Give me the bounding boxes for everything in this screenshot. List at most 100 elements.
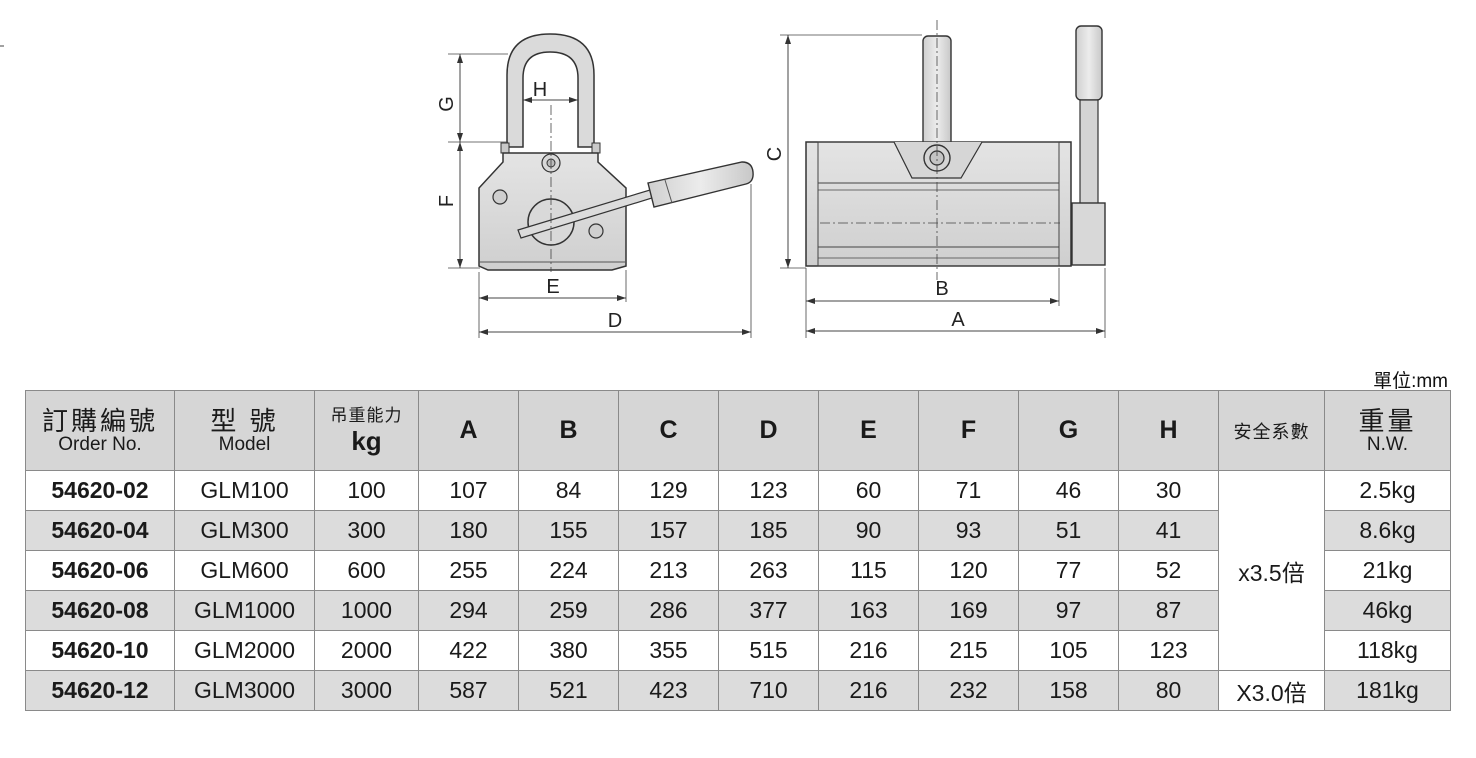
cell-g: 158 bbox=[1018, 670, 1119, 711]
cell-model: GLM600 bbox=[174, 550, 315, 591]
cell-h: 87 bbox=[1118, 590, 1219, 631]
cell-h: 123 bbox=[1118, 630, 1219, 671]
table-row: 54620-10 GLM2000 2000 422 380 355 515 21… bbox=[25, 630, 1451, 671]
cell-c: 129 bbox=[618, 470, 719, 511]
header-dim-d: D bbox=[718, 390, 819, 471]
table-row: 54620-12 GLM3000 3000 587 521 423 710 21… bbox=[25, 670, 1451, 711]
cell-b: 155 bbox=[518, 510, 619, 551]
cell-capacity: 100 bbox=[314, 470, 419, 511]
cell-e: 115 bbox=[818, 550, 919, 591]
cell-order: 54620-06 bbox=[25, 550, 175, 591]
cell-model: GLM300 bbox=[174, 510, 315, 551]
cell-model: GLM1000 bbox=[174, 590, 315, 631]
cell-e: 90 bbox=[818, 510, 919, 551]
table-row: 54620-04 GLM300 300 180 155 157 185 90 9… bbox=[25, 510, 1451, 551]
cell-h: 52 bbox=[1118, 550, 1219, 591]
cell-c: 157 bbox=[618, 510, 719, 551]
cell-f: 71 bbox=[918, 470, 1019, 511]
cell-g: 46 bbox=[1018, 470, 1119, 511]
cell-f: 232 bbox=[918, 670, 1019, 711]
cell-c: 355 bbox=[618, 630, 719, 671]
cell-capacity: 3000 bbox=[314, 670, 419, 711]
cell-order: 54620-10 bbox=[25, 630, 175, 671]
unit-note: 單位:mm bbox=[1373, 371, 1448, 392]
lifting-shackle bbox=[506, 33, 595, 148]
header-dim-e: E bbox=[818, 390, 919, 471]
cell-order: 54620-12 bbox=[25, 670, 175, 711]
cell-model: GLM100 bbox=[174, 470, 315, 511]
cell-a: 255 bbox=[418, 550, 519, 591]
cell-order: 54620-02 bbox=[25, 470, 175, 511]
cell-weight: 21kg bbox=[1324, 550, 1451, 591]
cell-d: 263 bbox=[718, 550, 819, 591]
dim-label-g: G bbox=[436, 96, 458, 112]
cell-g: 97 bbox=[1018, 590, 1119, 631]
cell-c: 286 bbox=[618, 590, 719, 631]
table-row: 54620-06 GLM600 600 255 224 213 263 115 … bbox=[25, 550, 1451, 591]
cell-b: 380 bbox=[518, 630, 619, 671]
cell-capacity: 300 bbox=[314, 510, 419, 551]
dim-label-f: F bbox=[436, 195, 458, 207]
front-handle-grip bbox=[1075, 25, 1103, 101]
dim-label-d: D bbox=[608, 310, 622, 332]
header-dim-c: C bbox=[618, 390, 719, 471]
header-model: 型 號 Model bbox=[174, 390, 315, 471]
cell-a: 587 bbox=[418, 670, 519, 711]
table-row: 54620-08 GLM1000 1000 294 259 286 377 16… bbox=[25, 590, 1451, 631]
header-safety: 安全系數 bbox=[1218, 390, 1325, 471]
cell-f: 120 bbox=[918, 550, 1019, 591]
cell-order: 54620-08 bbox=[25, 590, 175, 631]
dim-label-a: A bbox=[951, 309, 965, 331]
header-dim-g: G bbox=[1018, 390, 1119, 471]
cell-weight: 46kg bbox=[1324, 590, 1451, 631]
cell-e: 216 bbox=[818, 670, 919, 711]
cell-d: 185 bbox=[718, 510, 819, 551]
cell-b: 259 bbox=[518, 590, 619, 631]
table-row: 54620-02 GLM100 100 107 84 129 123 60 71… bbox=[25, 470, 1451, 671]
cell-model: GLM3000 bbox=[174, 670, 315, 711]
dim-label-h: H bbox=[533, 79, 547, 101]
technical-drawings: G F H E D bbox=[0, 20, 1106, 338]
cell-weight: 2.5kg bbox=[1324, 470, 1451, 511]
header-dim-h: H bbox=[1118, 390, 1219, 471]
cell-a: 180 bbox=[418, 510, 519, 551]
header-dim-f: F bbox=[918, 390, 1019, 471]
cell-f: 169 bbox=[918, 590, 1019, 631]
cell-e: 216 bbox=[818, 630, 919, 671]
cell-d: 377 bbox=[718, 590, 819, 631]
cell-b: 224 bbox=[518, 550, 619, 591]
cell-b: 521 bbox=[518, 670, 619, 711]
header-capacity: 吊重能力 kg bbox=[314, 390, 419, 471]
cell-safety-factor: X3.0倍 bbox=[1218, 670, 1325, 711]
spec-table: 訂購編號 Order No. 型 號 Model 吊重能力 kg A B C D… bbox=[25, 390, 1451, 711]
cell-c: 213 bbox=[618, 550, 719, 591]
cell-capacity: 2000 bbox=[314, 630, 419, 671]
cell-h: 80 bbox=[1118, 670, 1219, 711]
cell-f: 215 bbox=[918, 630, 1019, 671]
cell-h: 30 bbox=[1118, 470, 1219, 511]
cell-weight: 181kg bbox=[1324, 670, 1451, 711]
dim-label-e: E bbox=[546, 276, 559, 298]
cell-a: 294 bbox=[418, 590, 519, 631]
cell-capacity: 1000 bbox=[314, 590, 419, 631]
cell-d: 123 bbox=[718, 470, 819, 511]
cell-a: 107 bbox=[418, 470, 519, 511]
dim-label-b: B bbox=[935, 278, 948, 300]
cell-h: 41 bbox=[1118, 510, 1219, 551]
cell-e: 60 bbox=[818, 470, 919, 511]
cell-order: 54620-04 bbox=[25, 510, 175, 551]
front-view-drawing: C B A bbox=[764, 20, 1106, 338]
cell-d: 515 bbox=[718, 630, 819, 671]
cell-g: 105 bbox=[1018, 630, 1119, 671]
cell-b: 84 bbox=[518, 470, 619, 511]
header-order: 訂購編號 Order No. bbox=[25, 390, 175, 471]
cell-c: 423 bbox=[618, 670, 719, 711]
cell-model: GLM2000 bbox=[174, 630, 315, 671]
cell-g: 51 bbox=[1018, 510, 1119, 551]
lever-grip bbox=[647, 161, 754, 208]
cell-e: 163 bbox=[818, 590, 919, 631]
cell-weight: 118kg bbox=[1324, 630, 1451, 671]
header-weight: 重量 N.W. bbox=[1324, 390, 1451, 471]
side-view-drawing: G F H E D bbox=[436, 33, 754, 338]
header-dim-b: B bbox=[518, 390, 619, 471]
